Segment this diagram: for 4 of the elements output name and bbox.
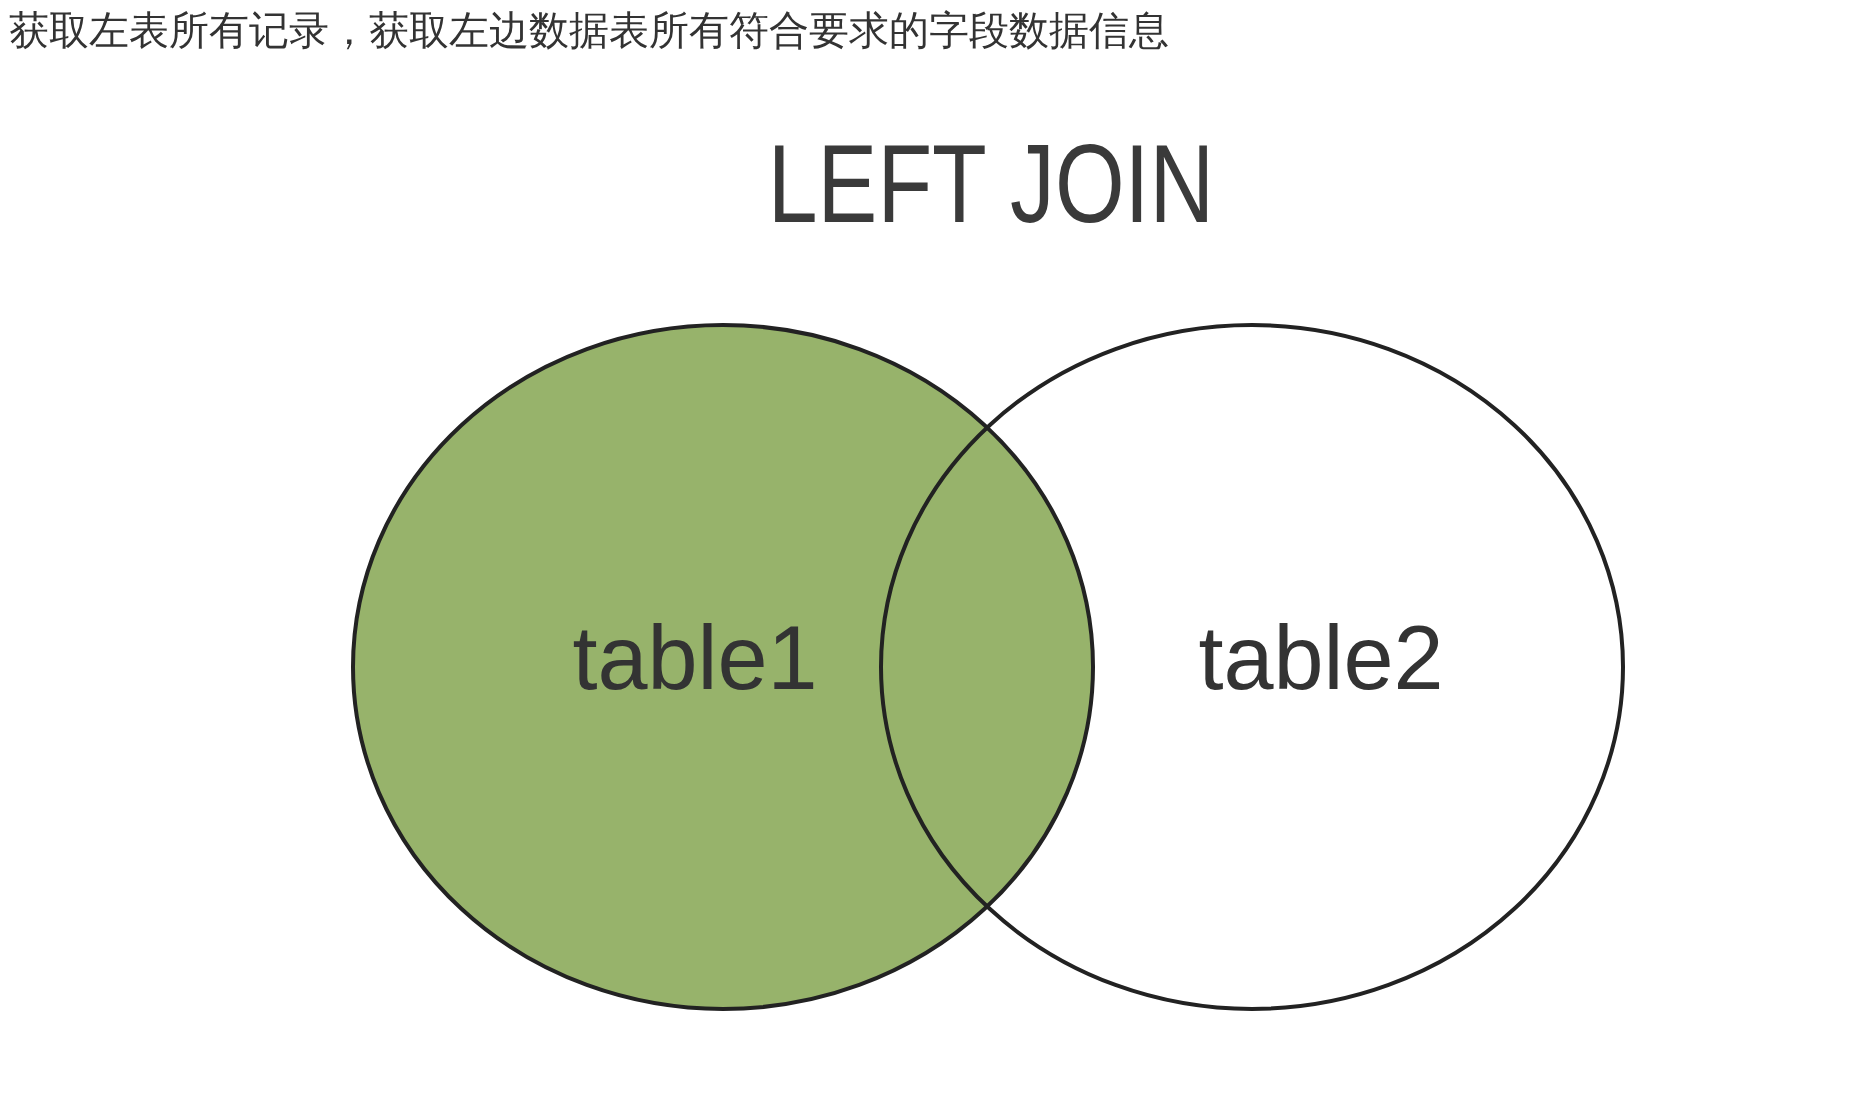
set-label: table1 — [572, 613, 818, 703]
set-label: table2 — [1198, 613, 1444, 703]
diagram-title: LEFT JOIN — [767, 128, 1215, 240]
description-text: 获取左表所有记录，获取左边数据表所有符合要求的字段数据信息 — [9, 7, 1169, 54]
